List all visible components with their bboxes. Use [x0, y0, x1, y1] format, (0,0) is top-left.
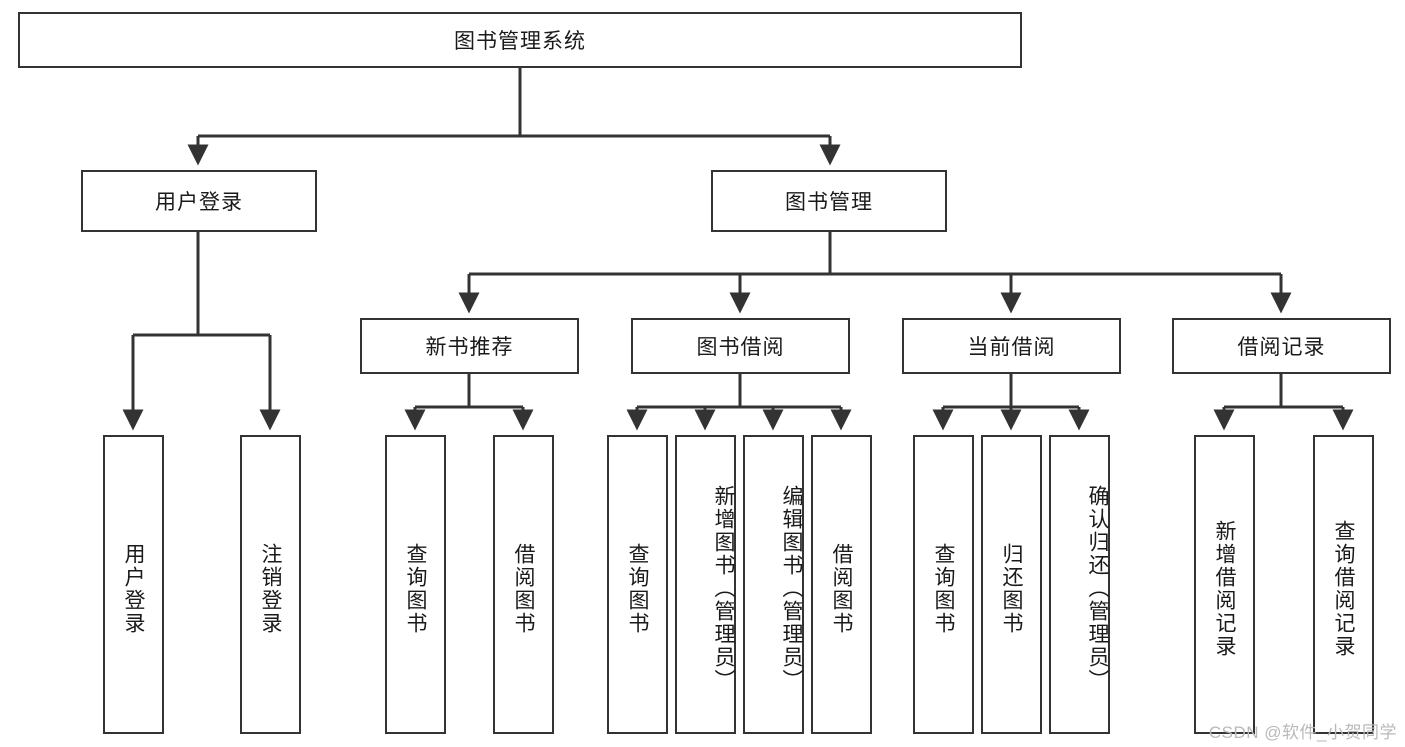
leaf-book-borrow-edit[interactable]: 编辑图书（管理员）	[743, 435, 804, 734]
node-book-borrow[interactable]: 图书借阅	[631, 318, 850, 374]
leaf-borrow-record-query[interactable]: 查询借阅记录	[1313, 435, 1374, 734]
csdn-watermark: CSDN @软件_小贺同学	[1208, 723, 1397, 742]
leaf-book-borrow-borrow[interactable]: 借阅图书	[811, 435, 872, 734]
leaf-new-book-query[interactable]: 查询图书	[385, 435, 446, 734]
leaf-user-login-logout[interactable]: 注销登录	[240, 435, 301, 734]
leaf-current-borrow-return[interactable]: 归还图书	[981, 435, 1042, 734]
leaf-current-borrow-confirm-return[interactable]: 确认归还（管理员）	[1049, 435, 1110, 734]
node-current-borrow[interactable]: 当前借阅	[902, 318, 1121, 374]
leaf-current-borrow-query[interactable]: 查询图书	[913, 435, 974, 734]
node-new-book-recommend[interactable]: 新书推荐	[360, 318, 579, 374]
leaf-borrow-record-add[interactable]: 新增借阅记录	[1194, 435, 1255, 734]
leaf-book-borrow-add[interactable]: 新增图书（管理员）	[675, 435, 736, 734]
node-book-management[interactable]: 图书管理	[711, 170, 947, 232]
node-user-login[interactable]: 用户登录	[81, 170, 317, 232]
leaf-book-borrow-query[interactable]: 查询图书	[607, 435, 668, 734]
leaf-new-book-borrow[interactable]: 借阅图书	[493, 435, 554, 734]
leaf-user-login-login[interactable]: 用户登录	[103, 435, 164, 734]
node-borrow-record[interactable]: 借阅记录	[1172, 318, 1391, 374]
node-root[interactable]: 图书管理系统	[18, 12, 1022, 68]
